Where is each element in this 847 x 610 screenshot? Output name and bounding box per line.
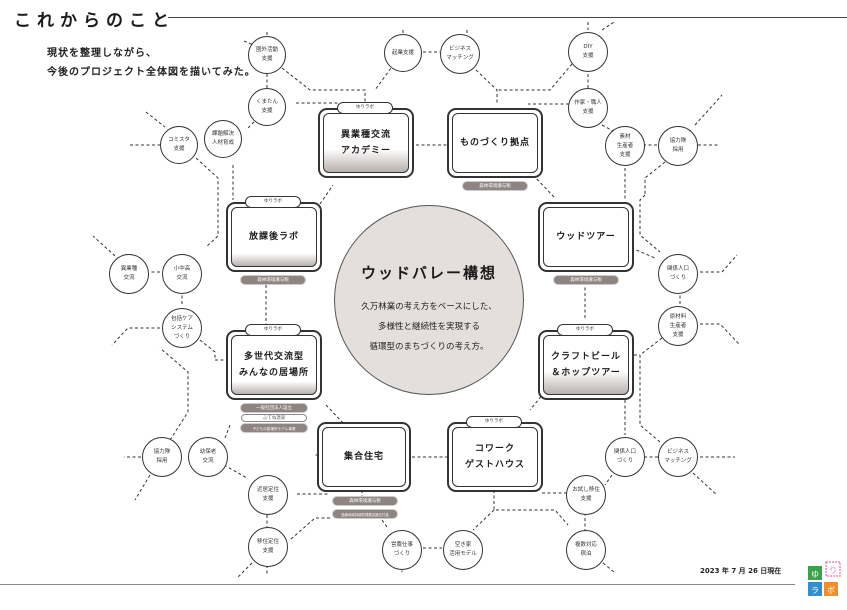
project-label: 放課後ラボ <box>231 207 317 267</box>
support-node: 営農仕事 づくり <box>382 530 422 570</box>
project-box-tasedai: 多世代交流型 みんなの居場所 <box>226 330 322 400</box>
project-tag: 森林環境譲与税 <box>241 276 305 284</box>
subtitle: 現状を整理しながら、 今後のプロジェクト全体図を描いてみた。 <box>47 44 256 82</box>
project-label: ウッドツアー <box>543 207 629 267</box>
project-tab: ゆりラボ <box>466 416 522 428</box>
support-node: 原材料 生産者 支援 <box>658 306 698 346</box>
support-node: 関係人口 づくり <box>605 437 645 477</box>
page-title: これからのこと <box>14 11 175 31</box>
support-node: 圏外活動 支援 <box>248 36 286 74</box>
project-label: ものづくり拠点 <box>452 113 538 173</box>
support-node: 課題解決 人材育成 <box>204 120 242 158</box>
project-tab: ゆりラボ <box>337 102 393 114</box>
project-box-houkago: 放課後ラボ <box>226 202 322 272</box>
project-tag: 子どもの居場所モデル事業 <box>241 424 307 432</box>
support-node: 包括ケア システム づくり <box>162 308 202 348</box>
svg-text:ゆ: ゆ <box>811 570 819 579</box>
footer-divider <box>0 584 795 585</box>
concept-circle: ウッドバレー構想 久万林業の考え方をベースにした、 多様性と継続性を実現する 循… <box>334 205 524 395</box>
support-node: 協力隊 採用 <box>658 126 698 166</box>
title-divider <box>168 17 847 18</box>
project-box-shugo: 集合住宅 <box>317 422 411 492</box>
project-label: コワーク ゲストハウス <box>452 427 538 487</box>
svg-text:ラ: ラ <box>811 586 819 595</box>
support-node: 素材 生産者 支援 <box>605 126 645 166</box>
support-node: DIY 支援 <box>568 32 608 72</box>
project-tag: 一般社団法人設立 <box>241 404 307 412</box>
support-node: 小中高 交流 <box>162 254 202 294</box>
project-label: 異業種交流 アカデミー <box>323 113 409 173</box>
support-node: コミスタ 支援 <box>160 126 198 164</box>
support-node: 空き家 活用モデル <box>443 530 483 570</box>
subtitle-line-1: 現状を整理しながら、 <box>47 48 157 59</box>
project-box-woodtour: ウッドツアー <box>538 202 634 272</box>
project-box-igyoshu: 異業種交流 アカデミー <box>318 108 414 178</box>
project-tag: 過疎地域持続的発展支援交付金 <box>333 510 397 518</box>
project-tab: ゆりラボ <box>557 324 613 336</box>
svg-text:ボ: ボ <box>827 586 835 595</box>
project-tag: 森林環境譲与税 <box>333 497 397 505</box>
project-tag: 森林環境譲与税 <box>463 182 527 190</box>
support-node: お試し移住 支援 <box>566 475 606 515</box>
support-node: 幼保老 交流 <box>188 437 228 477</box>
project-tag: 森林環境譲与税 <box>554 276 618 284</box>
puzzle-logo-icon: ゆ り ラ ボ <box>808 561 841 596</box>
project-label: 多世代交流型 みんなの居場所 <box>231 335 317 395</box>
project-label: 集合住宅 <box>322 427 406 487</box>
support-node: 協力隊 採用 <box>142 437 182 477</box>
svg-text:り: り <box>829 566 837 575</box>
project-tab: ゆりラボ <box>245 196 301 208</box>
project-tag: ふてね温泉 <box>241 414 307 422</box>
yurilabo-logo: ゆ り ラ ボ <box>806 560 846 600</box>
support-node: くまたん 支援 <box>248 88 286 126</box>
project-box-monozukuri: ものづくり拠点 <box>447 108 543 178</box>
support-node: 関係人口 づくり <box>658 254 698 294</box>
support-node: 起業支援 <box>384 34 422 72</box>
support-node: 複数対応 宿泊 <box>566 530 606 570</box>
support-node: 近居定住 支援 <box>248 475 288 515</box>
concept-description: 久万林業の考え方をベースにした、 多様性と継続性を実現する 循環型のまちづくりの… <box>361 302 497 352</box>
as-of-date: 2023 年 7 月 26 日現在 <box>700 567 782 575</box>
project-tab: ゆりラボ <box>245 324 301 336</box>
concept-title: ウッドバレー構想 <box>360 264 497 282</box>
support-node: 移住定住 支援 <box>248 527 288 567</box>
support-node: 異業種 交流 <box>109 254 149 294</box>
subtitle-line-2: 今後のプロジェクト全体図を描いてみた。 <box>47 67 256 78</box>
project-box-craftbeer: クラフトビール ＆ホップツアー <box>538 330 634 400</box>
support-node: 作家・職人 支援 <box>568 88 608 128</box>
support-node: ビジネス マッチング <box>658 437 698 477</box>
project-box-cowork: コワーク ゲストハウス <box>447 422 543 492</box>
support-node: ビジネス マッチング <box>440 34 480 74</box>
project-label: クラフトビール ＆ホップツアー <box>543 335 629 395</box>
